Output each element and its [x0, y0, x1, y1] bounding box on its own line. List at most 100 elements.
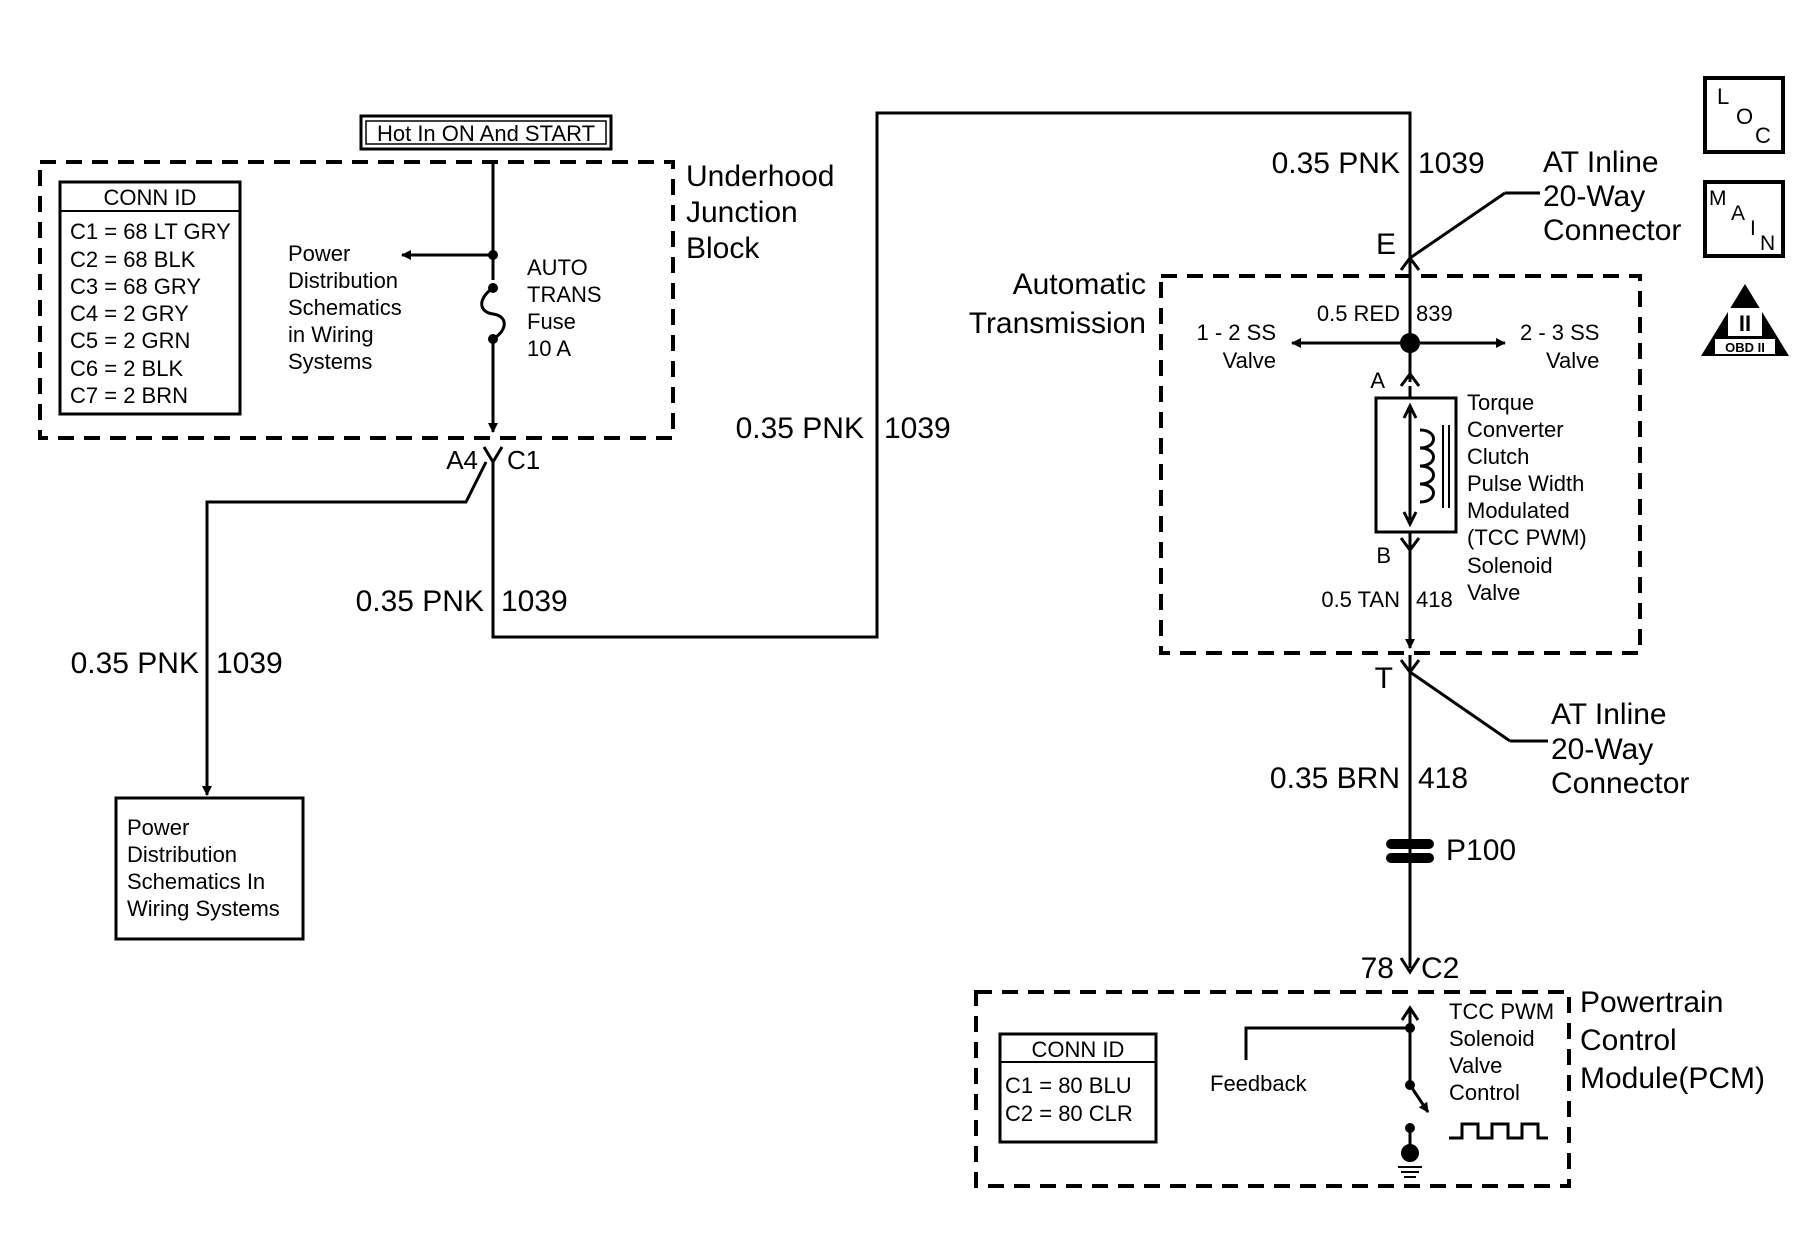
- inline-top-pin: E: [1376, 228, 1396, 261]
- inline-bottom-line-3: Connector: [1551, 767, 1689, 800]
- pcm-control-line-1: TCC PWM: [1449, 999, 1554, 1024]
- pcm-control-line-4: Control: [1449, 1080, 1520, 1105]
- pcm-pin-78: 78: [1361, 952, 1394, 985]
- main-letter-a: A: [1731, 202, 1745, 225]
- wire-label-red-gauge: 0.5 RED: [1317, 301, 1400, 326]
- pcm-control-line-3: Valve: [1449, 1053, 1502, 1078]
- ujb-conn-id-c6: C6 = 2 BLK: [70, 356, 183, 381]
- ujb-connector-c1-label: C1: [507, 445, 540, 475]
- valve-2-3-line-2: Valve: [1546, 348, 1599, 373]
- inline-bottom-line-2: 20-Way: [1551, 733, 1653, 766]
- solenoid-line-4: Pulse Width: [1467, 471, 1584, 496]
- inline-top-line-3: Connector: [1543, 214, 1681, 247]
- main-badge: M A I N: [1703, 180, 1785, 258]
- splice-junction-839: [1400, 333, 1420, 353]
- ujb-conn-id-c3: C3 = 68 GRY: [70, 274, 201, 299]
- ujb-conn-id-c2: C2 = 68 BLK: [70, 247, 196, 272]
- power-dist-box-line-2: Distribution: [127, 842, 237, 867]
- obd-ii-badge: II OBD II: [1701, 284, 1789, 356]
- ujb-power-dist-line-4: in Wiring: [288, 322, 374, 347]
- ujb-title-line-1: Underhood: [686, 160, 834, 193]
- ujb-connector-c1: A4 C1: [446, 445, 540, 475]
- solenoid-line-2: Converter: [1467, 417, 1564, 442]
- power-dist-box-line-3: Schematics In: [127, 869, 265, 894]
- wire-pnk-1039-main: [491, 111, 1412, 639]
- power-distribution-box: Power Distribution Schematics In Wiring …: [114, 796, 305, 941]
- power-dist-box-line-1: Power: [127, 815, 189, 840]
- loc-letter-o: O: [1736, 104, 1753, 129]
- loc-letter-c: C: [1755, 123, 1771, 148]
- wire-label-lower-mid-circuit: 1039: [501, 585, 568, 618]
- loc-badge: L O C: [1703, 76, 1785, 154]
- feedback-wire: [1244, 1026, 1410, 1060]
- power-dist-box-line-4: Wiring Systems: [127, 896, 280, 921]
- inline-top-line-2: 20-Way: [1543, 180, 1645, 213]
- wire-label-tan-gauge: 0.5 TAN: [1321, 587, 1400, 612]
- fuse-label-line-3: Fuse: [527, 309, 576, 334]
- ujb-conn-id-table: [58, 180, 242, 416]
- underhood-junction-block: Underhood Junction Block CONN ID C1 = 68…: [38, 160, 834, 440]
- at-title-line-1: Automatic: [1013, 268, 1146, 301]
- solenoid-line-1: Torque: [1467, 390, 1534, 415]
- obd-numeral: II: [1739, 311, 1751, 336]
- loc-letter-l: L: [1717, 84, 1729, 109]
- splice-label: P100: [1446, 834, 1516, 867]
- solenoid-pin-b: B: [1376, 543, 1391, 568]
- inline-bottom-pin: T: [1375, 662, 1393, 695]
- splice-p100: P100: [1386, 834, 1516, 867]
- wire-pnk-1039-network: [202, 111, 1412, 796]
- main-letter-m: M: [1709, 187, 1727, 210]
- pcm-outline: [974, 990, 1571, 1188]
- solenoid-line-7: Solenoid: [1467, 553, 1553, 578]
- wire-label-brn-circuit: 418: [1418, 762, 1468, 795]
- pcm-title-line-1: Powertrain: [1580, 986, 1723, 1019]
- inline-bottom-line-1: AT Inline: [1551, 698, 1667, 731]
- hot-in-label: Hot In ON And START: [359, 114, 613, 151]
- wire-label-top-right-gauge: 0.35 PNK: [1272, 147, 1400, 180]
- fuse-label-line-1: AUTO: [527, 255, 588, 280]
- ujb-conn-id-c4: C4 = 2 GRY: [70, 301, 189, 326]
- pcm-conn-id-c2: C2 = 80 CLR: [1005, 1101, 1133, 1126]
- ujb-conn-id-title: CONN ID: [104, 185, 197, 210]
- solenoid-line-3: Clutch: [1467, 444, 1529, 469]
- ground-icon: [1401, 1144, 1419, 1162]
- solenoid-line-8: Valve: [1467, 580, 1520, 605]
- ujb-power-dist-line-1: Power: [288, 241, 350, 266]
- ujb-conn-id-c7: C7 = 2 BRN: [70, 383, 188, 408]
- solenoid-line-5: Modulated: [1467, 498, 1570, 523]
- wire-label-left-circuit: 1039: [216, 647, 283, 680]
- at-title-line-2: Transmission: [969, 307, 1146, 340]
- ujb-power-dist-line-5: Systems: [288, 349, 372, 374]
- fuse-label-line-4: 10 A: [527, 336, 571, 361]
- pcm-title-line-3: Module(PCM): [1580, 1062, 1765, 1095]
- valve-1-2-line-1: 1 - 2 SS: [1197, 320, 1276, 345]
- at-outline: [1159, 274, 1642, 655]
- ujb-title-line-3: Block: [686, 232, 760, 265]
- ujb-title-line-2: Junction: [686, 196, 798, 229]
- pwm-waveform-icon: [1449, 1122, 1548, 1140]
- wire-label-red-circuit: 839: [1416, 301, 1453, 326]
- wire-label-lower-mid-gauge: 0.35 PNK: [356, 585, 484, 618]
- ujb-power-dist-line-3: Schematics: [288, 295, 402, 320]
- valve-1-2-line-2: Valve: [1223, 348, 1276, 373]
- hot-in-text: Hot In ON And START: [377, 121, 595, 146]
- pcm-conn-id-table: [998, 1032, 1158, 1144]
- wire-label-top-mid-gauge: 0.35 PNK: [736, 412, 864, 445]
- main-letter-i: I: [1750, 217, 1756, 240]
- wire-label-tan-circuit: 418: [1416, 587, 1453, 612]
- pcm-connector-label: C2: [1421, 952, 1459, 985]
- powertrain-control-module: Powertrain Control Module(PCM) CONN ID C…: [974, 986, 1765, 1188]
- obd-label: OBD II: [1725, 340, 1765, 355]
- ujb-conn-id-c5: C5 = 2 GRN: [70, 328, 190, 353]
- pcm-connector-c2: 78 C2: [1361, 952, 1460, 985]
- solenoid-pin-a: A: [1370, 368, 1385, 393]
- solenoid-coil: [1419, 428, 1435, 504]
- ujb-power-dist-line-2: Distribution: [288, 268, 398, 293]
- main-letter-n: N: [1760, 232, 1775, 255]
- pcm-driver-switch: [1408, 1084, 1430, 1113]
- ujb-conn-id-c1: C1 = 68 LT GRY: [70, 219, 231, 244]
- pcm-title-line-2: Control: [1580, 1024, 1677, 1057]
- wire-label-top-right-circuit: 1039: [1418, 147, 1485, 180]
- fuse-symbol: [480, 286, 506, 341]
